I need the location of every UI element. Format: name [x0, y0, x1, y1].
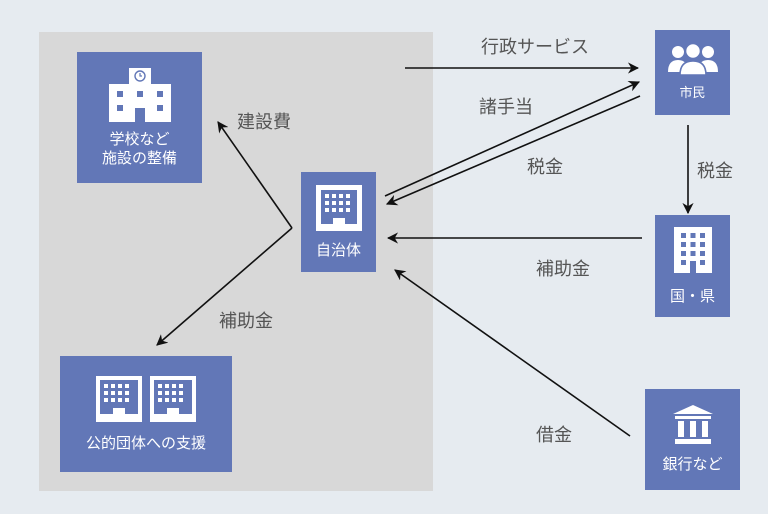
node-school-label: 学校など 施設の整備: [101, 129, 177, 167]
school-icon: [108, 67, 171, 122]
node-public-bodies-label: 公的団体への支援: [85, 433, 206, 452]
node-citizens[interactable]: 市民: [655, 30, 730, 115]
node-bank[interactable]: 銀行など: [645, 389, 740, 490]
arrow-allowances: [384, 81, 641, 197]
node-government[interactable]: 国・県: [655, 215, 730, 317]
arrow-construction-cost: [217, 121, 293, 229]
edge-label-tax-to-municipality: 税金: [527, 157, 563, 178]
node-public-bodies[interactable]: 公的団体への支援: [60, 356, 232, 472]
edge-label-admin-services: 行政サービス: [481, 37, 589, 58]
edge-label-tax-to-government: 税金: [697, 161, 733, 182]
bank-icon: [672, 405, 713, 444]
arrow-loan: [394, 269, 631, 437]
edge-label-construction-cost: 建設費: [237, 112, 291, 133]
node-school[interactable]: 学校など 施設の整備: [77, 52, 202, 183]
office-building-icon: [315, 184, 362, 231]
arrow-subsidy-to-public: [156, 227, 293, 346]
edge-label-subsidy-to-municipality: 補助金: [536, 259, 590, 280]
node-citizens-label: 市民: [679, 86, 706, 101]
node-bank-label: 銀行など: [662, 455, 723, 473]
node-municipality-label: 自治体: [315, 240, 361, 259]
arrow-tax-to-municipality: [385, 95, 641, 206]
people-icon: [667, 42, 718, 76]
two-buildings-icon: [96, 375, 196, 422]
building-icon: [673, 226, 712, 273]
edge-label-allowances: 諸手当: [479, 97, 533, 118]
edge-label-subsidy-to-public: 補助金: [219, 311, 273, 332]
node-government-label: 国・県: [669, 286, 715, 305]
node-municipality[interactable]: 自治体: [301, 172, 376, 272]
edge-label-loan: 借金: [536, 425, 572, 446]
